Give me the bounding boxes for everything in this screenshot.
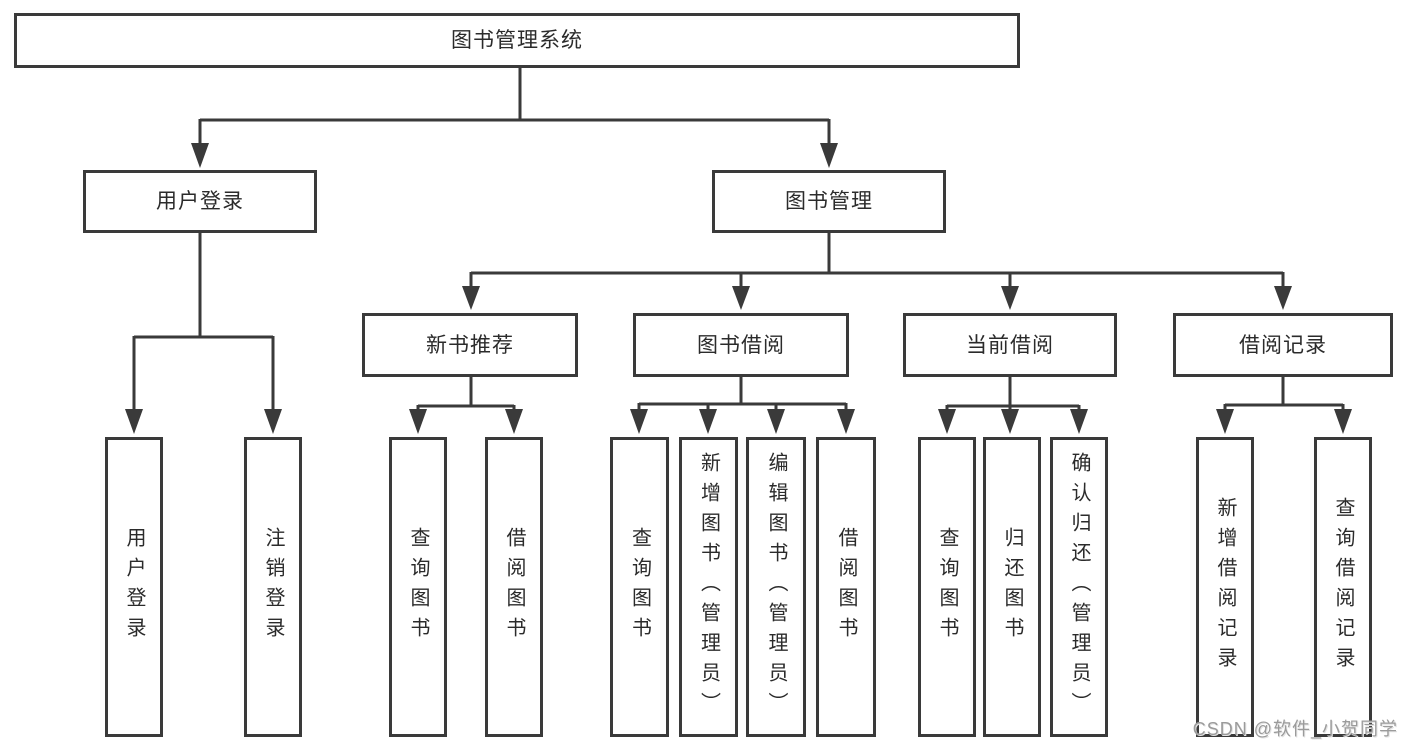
node-new-book-recommend: 新书推荐 [362, 313, 578, 377]
leaf-add-borrow-record: 新增借阅记录 [1196, 437, 1254, 737]
connector-borrow-records-to-leaves [1223, 374, 1345, 412]
leaf-add-books-admin: 新增图书（管理员） [679, 437, 738, 737]
connector-book-borrow-to-leaves [637, 377, 848, 412]
node-book-management: 图书管理 [712, 170, 946, 233]
leaf-query-books-current: 查询图书 [918, 437, 976, 737]
node-library-management-system: 图书管理系统 [14, 13, 1020, 68]
connector-new-book-to-leaves [416, 377, 516, 412]
connector-root-to-level2 [198, 68, 831, 146]
connector-current-borrow-to-leaves [945, 377, 1081, 412]
leaf-edit-books-admin: 编辑图书（管理员） [746, 437, 806, 737]
leaf-borrow-books-recommend: 借阅图书 [485, 437, 543, 737]
leaf-query-books-borrow: 查询图书 [610, 437, 669, 737]
leaf-logout: 注销登录 [244, 437, 302, 737]
node-current-borrow: 当前借阅 [903, 313, 1117, 377]
node-borrow-records: 借阅记录 [1173, 313, 1393, 377]
leaf-return-books: 归还图书 [983, 437, 1041, 737]
leaf-confirm-return-admin: 确认归还（管理员） [1050, 437, 1108, 737]
node-user-login: 用户登录 [83, 170, 317, 233]
connector-user-login-to-leaves [132, 233, 275, 412]
arrowheads [125, 143, 1352, 434]
leaf-user-login: 用户登录 [105, 437, 163, 737]
leaf-query-books-recommend: 查询图书 [389, 437, 447, 737]
node-book-borrow: 图书借阅 [633, 313, 849, 377]
leaf-borrow-books: 借阅图书 [816, 437, 876, 737]
connector-book-mgmt-to-level3 [469, 233, 1285, 289]
leaf-query-borrow-record: 查询借阅记录 [1314, 437, 1372, 737]
watermark: CSDN @软件_小贺同学 [1192, 719, 1398, 739]
